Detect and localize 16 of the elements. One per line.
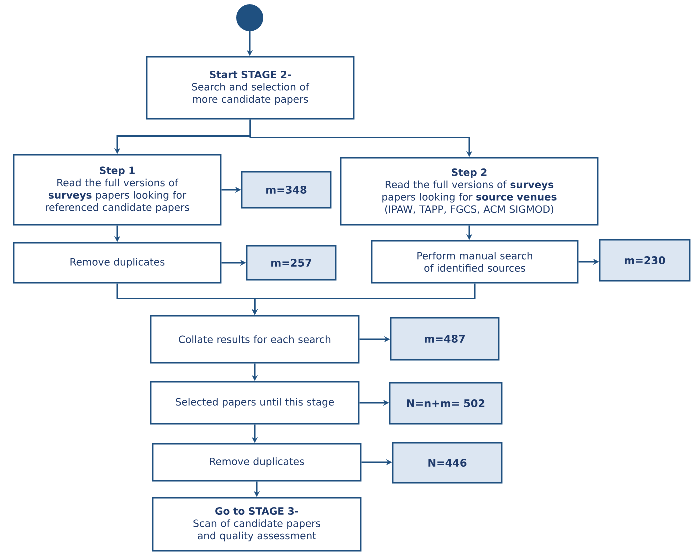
process-box: Selected papers until this stage (150, 381, 360, 425)
process-box: Go to STAGE 3- Scan of candidate papers and quality assessment (152, 497, 362, 552)
process-box: Step 2 Read the full versions of surveys papers looking for source venues (IPAW, TAPP, FGCS, ACM SIGMOD) (340, 157, 599, 226)
process-box: Remove duplicates (152, 443, 362, 482)
process-box: Remove duplicates (13, 242, 222, 284)
count-box: m=487 (390, 317, 500, 361)
process-box: Step 1 Read the full versions of surveys papers looking for referenced candidate papers (13, 154, 222, 226)
process-box: Start STAGE 2- Search and selection of more candidate papers (146, 56, 355, 120)
count-box: m=230 (599, 239, 691, 282)
count-box: N=446 (392, 442, 503, 484)
count-box: m=257 (246, 245, 337, 281)
count-box: m=348 (241, 171, 332, 209)
start-circle (236, 4, 264, 32)
process-box: Perform manual search of identified sources (371, 240, 579, 284)
process-box: Collate results for each search (150, 315, 360, 364)
count-box: N=n+m= 502 (389, 382, 503, 425)
